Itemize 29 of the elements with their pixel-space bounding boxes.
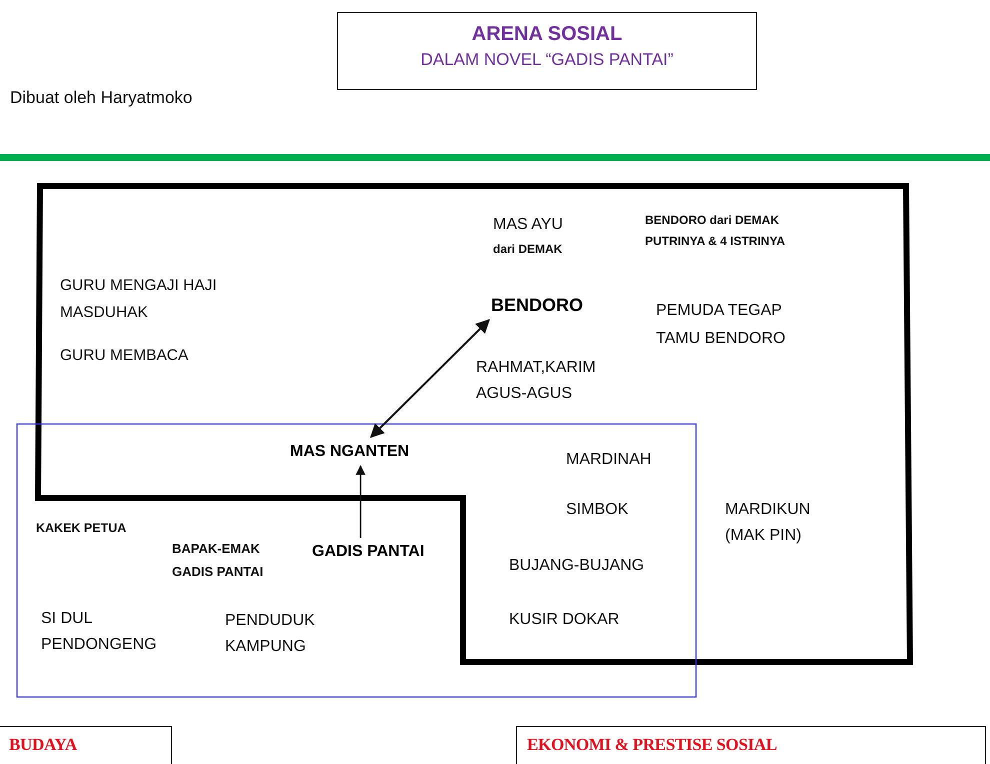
character-label: KAKEK PETUA <box>36 520 128 537</box>
character-label: GADIS PANTAI <box>312 540 424 564</box>
character-label: GURU MEMBACA <box>60 346 190 366</box>
character-label: MARDINAH <box>566 450 652 470</box>
category-box <box>516 726 986 764</box>
character-label: BENDORO <box>491 292 584 318</box>
character-label: PENDUDUK KAMPUNG <box>225 611 316 657</box>
arrow <box>370 319 490 438</box>
character-label: dari DEMAK <box>493 241 564 258</box>
character-label: MAS NGANTEN <box>290 440 410 464</box>
category-title: EKONOMI & PRESTISE SOSIAL <box>527 735 777 755</box>
title-text: ARENA SOSIAL <box>472 22 622 46</box>
author-note: Dibuat oleh Haryatmoko <box>10 87 194 109</box>
character-label: MAS AYU <box>493 215 564 235</box>
character-label: BUJANG-BUJANG <box>509 556 646 576</box>
character-label: SI DUL PENDONGENG <box>41 609 158 655</box>
arrow <box>356 465 366 538</box>
character-label: GURU MENGAJI HAJI MASDUHAK <box>60 276 218 323</box>
subtitle-text: DALAM NOVEL “GADIS PANTAI” <box>420 49 674 71</box>
character-label: MARDIKUN (MAK PIN) <box>725 500 812 546</box>
character-label: KUSIR DOKAR <box>509 610 620 630</box>
category-box <box>0 726 172 764</box>
character-label: BENDORO dari DEMAK PUTRINYA & 4 ISTRINYA <box>645 212 786 250</box>
character-label: RAHMAT,KARIM AGUS-AGUS <box>476 358 597 404</box>
category-title: BUDAYA <box>9 735 77 755</box>
character-label: BAPAK-EMAK GADIS PANTAI <box>172 540 264 581</box>
character-label: SIMBOK <box>566 500 630 520</box>
character-label: PEMUDA TEGAP TAMU BENDORO <box>656 301 786 349</box>
title-box <box>337 12 757 90</box>
